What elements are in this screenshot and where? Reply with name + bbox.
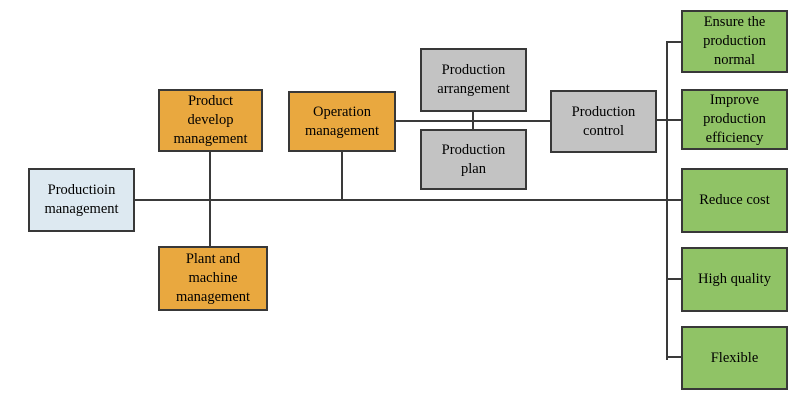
node-goal-ensure-production-normal: Ensure the production normal <box>681 10 788 73</box>
connector-operation-down-stub <box>341 152 343 200</box>
connector-main-horizontal-line <box>135 199 681 201</box>
connector-branch-ensure <box>666 41 681 43</box>
node-production-control: Production control <box>550 90 657 153</box>
connector-branch-improve <box>657 119 681 121</box>
node-goal-reduce-cost: Reduce cost <box>681 168 788 233</box>
node-production-management: Productioin management <box>28 168 135 232</box>
connector-branch-high-quality <box>666 278 681 280</box>
node-plant-machine-management: Plant and machine management <box>158 246 268 311</box>
connector-goals-trunk-line <box>666 41 668 360</box>
node-goal-high-quality: High quality <box>681 247 788 312</box>
node-production-plan: Production plan <box>420 129 527 190</box>
node-operation-management: Operation management <box>288 91 396 152</box>
connector-arrangement-plan-stub <box>472 112 474 130</box>
node-goal-improve-production-efficiency: Improve production efficiency <box>681 89 788 150</box>
node-product-develop-management: Product develop management <box>158 89 263 152</box>
node-production-arrangement: Production arrangement <box>420 48 527 112</box>
connector-develop-to-plant-stub <box>209 152 211 247</box>
connector-branch-flexible <box>666 356 681 358</box>
node-goal-flexible: Flexible <box>681 326 788 390</box>
